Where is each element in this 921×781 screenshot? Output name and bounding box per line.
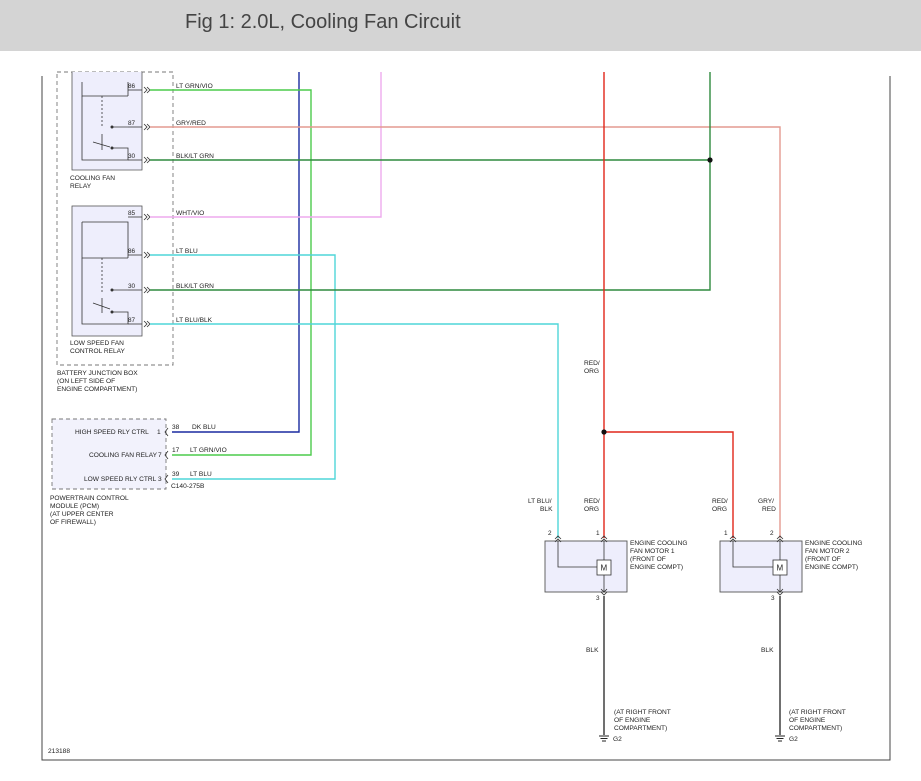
motor1-symbol: M xyxy=(601,564,608,573)
splice-red-org xyxy=(601,429,607,435)
pcm-label-line4: OF FIREWALL) xyxy=(50,519,96,526)
diagram-id: 213188 xyxy=(48,748,70,755)
label-lt-grn-vio: LT GRN/VIO xyxy=(176,83,213,90)
wire-lt-blu xyxy=(150,254,336,480)
motor2-ground-loc-line2: OF ENGINE xyxy=(789,717,826,724)
relay1-pin-87: 87 xyxy=(128,120,136,127)
pcm-label-line3: (AT UPPER CENTER xyxy=(50,511,114,518)
motor1-pin-3: 3 xyxy=(596,595,600,602)
motor2-left-wire-line1: RED/ xyxy=(712,498,728,505)
label-pcm-lt-grn-vio: LT GRN/VIO xyxy=(190,447,227,454)
wire-blk-lt-grn-2 xyxy=(150,72,711,291)
relay1-pin-86: 86 xyxy=(128,83,136,90)
pcm-label-line1: POWERTRAIN CONTROL xyxy=(50,495,129,502)
wire-dk-blu xyxy=(172,72,300,433)
motor2-symbol: M xyxy=(777,564,784,573)
motor2-pin-2: 2 xyxy=(770,530,774,537)
motor2-pin-1: 1 xyxy=(724,530,728,537)
relay1-pin-30: 30 xyxy=(128,153,136,160)
wire-red-org-branch xyxy=(604,431,734,538)
motor1-ground-loc-line1: (AT RIGHT FRONT xyxy=(614,709,671,716)
motor1-left-wire-line2: BLK xyxy=(540,506,553,513)
motor2-right-wire-line1: GRY/ xyxy=(758,498,774,505)
motor1-label-line1: ENGINE COOLING xyxy=(630,540,688,547)
pcm-wire-pin-17: 17 xyxy=(172,447,180,454)
pcm-module xyxy=(51,418,167,490)
cooling-fan-relay: 86 87 30 xyxy=(71,72,143,171)
splice-blk-lt-grn xyxy=(707,157,713,163)
motor2-label-line4: ENGINE COMPT) xyxy=(805,564,858,571)
pcm-wire-pin-39: 39 xyxy=(172,471,180,478)
motor1-ground-loc-line2: OF ENGINE xyxy=(614,717,651,724)
motor1-left-wire-line1: LT BLU/ xyxy=(528,498,552,505)
wire-wht-vio xyxy=(150,72,382,218)
relay2-pin-87: 87 xyxy=(128,317,136,324)
pcm-high-speed-label: HIGH SPEED RLY CTRL xyxy=(75,429,149,436)
motor2-ground-loc-line3: COMPARTMENT) xyxy=(789,725,842,732)
pcm-connector-id: C140-275B xyxy=(171,483,205,490)
motor2-label-line2: FAN MOTOR 2 xyxy=(805,548,850,555)
figure-header: Fig 1: 2.0L, Cooling Fan Circuit xyxy=(0,0,921,51)
low-speed-fan-control-relay: 85 86 30 87 xyxy=(71,205,143,337)
motor1-pin-1: 1 xyxy=(596,530,600,537)
motor1-ground-id: G2 xyxy=(613,736,622,743)
relay2-pin-30: 30 xyxy=(128,283,136,290)
engine-cooling-fan-motor-1 xyxy=(544,535,628,596)
pcm-cooling-fan-pin: 7 xyxy=(158,452,162,459)
pcm-low-speed-pin: 3 xyxy=(158,476,162,483)
motor1-ground-loc-line3: COMPARTMENT) xyxy=(614,725,667,732)
motor2-right-wire-line2: RED xyxy=(762,506,776,513)
motor1-ground-wire-label: BLK xyxy=(586,647,599,654)
relay2-pin-86: 86 xyxy=(128,248,136,255)
junction-box-label-line3: ENGINE COMPARTMENT) xyxy=(57,386,137,393)
motor1-right-wire-line1: RED/ xyxy=(584,498,600,505)
motor2-ground-icon xyxy=(775,735,785,742)
wire-lt-grn-vio xyxy=(150,89,312,456)
relay2-label-line1: LOW SPEED FAN xyxy=(70,340,124,347)
pcm-connectors xyxy=(164,427,169,484)
label-wht-vio: WHT/VIO xyxy=(176,210,204,217)
diagram-frame xyxy=(41,76,891,761)
label-blk-lt-grn-2: BLK/LT GRN xyxy=(176,283,214,290)
label-lt-blu: LT BLU xyxy=(176,248,198,255)
motor1-pin-2: 2 xyxy=(548,530,552,537)
label-pcm-lt-blu: LT BLU xyxy=(190,471,212,478)
relay1-label-line1: COOLING FAN xyxy=(70,175,115,182)
wire-lt-blu-blk xyxy=(150,323,559,538)
label-dk-blu: DK BLU xyxy=(192,424,216,431)
motor2-ground-id: G2 xyxy=(789,736,798,743)
pcm-high-speed-pin: 1 xyxy=(157,429,161,436)
motor1-label-line4: ENGINE COMPT) xyxy=(630,564,683,571)
motor2-pin-3: 3 xyxy=(771,595,775,602)
label-blk-lt-grn-1: BLK/LT GRN xyxy=(176,153,214,160)
label-gry-red: GRY/RED xyxy=(176,120,206,127)
label-red-org-line1: RED/ xyxy=(584,360,600,367)
pcm-low-speed-label: LOW SPEED RLY CTRL xyxy=(84,476,157,483)
wire-gry-red xyxy=(150,126,781,538)
pcm-wire-pin-38: 38 xyxy=(172,424,180,431)
figure-title: Fig 1: 2.0L, Cooling Fan Circuit xyxy=(185,11,461,33)
junction-box-label-line2: (ON LEFT SIDE OF xyxy=(57,378,115,385)
motor2-left-wire-line2: ORG xyxy=(712,506,727,513)
motor2-ground-loc-line1: (AT RIGHT FRONT xyxy=(789,709,846,716)
junction-box-label-line1: BATTERY JUNCTION BOX xyxy=(57,370,138,377)
relay2-label-line2: CONTROL RELAY xyxy=(70,348,126,355)
motor1-right-wire-line2: ORG xyxy=(584,506,599,513)
engine-cooling-fan-motor-2 xyxy=(719,535,803,596)
label-lt-blu-blk: LT BLU/BLK xyxy=(176,317,213,324)
label-red-org-line2: ORG xyxy=(584,368,599,375)
relay2-pin-85: 85 xyxy=(128,210,136,217)
motor1-ground-icon xyxy=(599,735,609,742)
motor2-label-line1: ENGINE COOLING xyxy=(805,540,863,547)
relay1-label-line2: RELAY xyxy=(70,183,92,190)
junction-box-connectors xyxy=(143,86,151,328)
motor1-label-line3: (FRONT OF xyxy=(630,556,666,563)
motor2-ground-wire-label: BLK xyxy=(761,647,774,654)
pcm-label-line2: MODULE (PCM) xyxy=(50,503,99,510)
motor2-label-line3: (FRONT OF xyxy=(805,556,841,563)
motor1-label-line2: FAN MOTOR 1 xyxy=(630,548,675,555)
pcm-cooling-fan-label: COOLING FAN RELAY xyxy=(89,452,158,459)
